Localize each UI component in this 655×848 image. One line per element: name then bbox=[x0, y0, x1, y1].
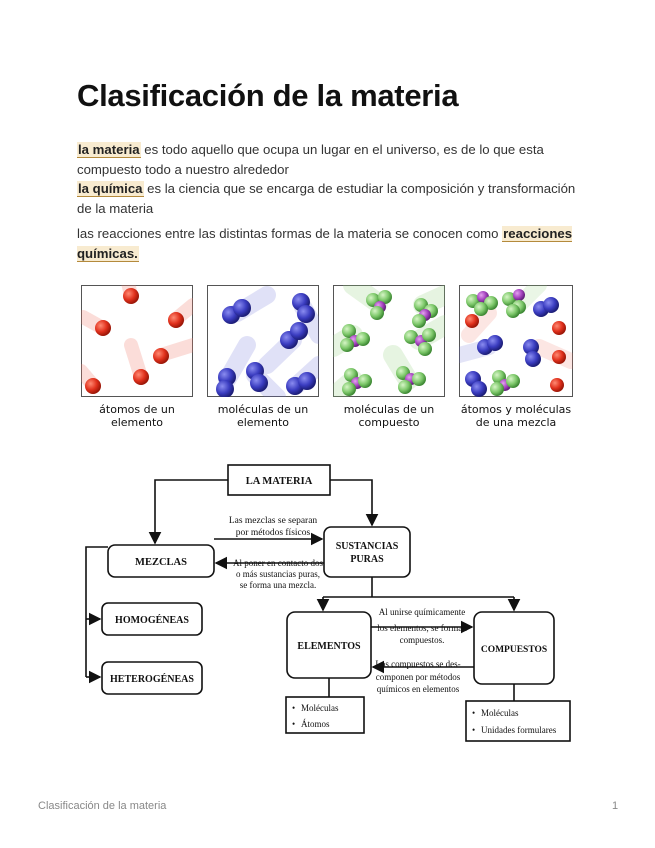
comp-list-bullet: • bbox=[472, 708, 475, 718]
page-title: Clasificación de la materia bbox=[77, 78, 459, 113]
caption-line: elemento bbox=[110, 416, 164, 429]
comp-list-item-1: Moléculas bbox=[481, 708, 519, 718]
label-mezclas: MEZCLAS bbox=[135, 557, 187, 568]
paragraph-materia: la materia es todo aquello que ocupa un … bbox=[77, 140, 577, 179]
elem-list-bullet: • bbox=[292, 719, 295, 729]
note-descomp-line3: químicos en elementos bbox=[377, 684, 460, 694]
note-union-line2: los elementos, se forman bbox=[377, 623, 467, 633]
caption-line: átomos y moléculas bbox=[460, 403, 572, 416]
paragraph-materia-text: es todo aquello que ocupa un lugar en el… bbox=[77, 142, 544, 177]
paragraph-reacciones-text: las reacciones entre las distintas forma… bbox=[77, 226, 503, 241]
panel-molecules-compound bbox=[333, 285, 445, 397]
matter-illustration: átomos de un elemento moléculas de un el… bbox=[81, 285, 577, 435]
elem-list-bullet: • bbox=[292, 703, 295, 713]
label-compuestos: COMPUESTOS bbox=[481, 645, 547, 655]
caption-line: de una mezcla bbox=[475, 416, 557, 429]
footer-document-title: Clasificación de la materia bbox=[38, 800, 167, 812]
note-descomp-line2: componen por métodos bbox=[376, 672, 461, 682]
note-union-line1: Al unirse químicamente bbox=[379, 607, 465, 617]
box-homogeneas bbox=[101, 602, 203, 636]
caption-line: moléculas de un bbox=[217, 403, 309, 416]
note-descomp-line1: Los compuestos se des- bbox=[375, 659, 460, 669]
caption-line: átomos de un bbox=[99, 403, 175, 416]
caption-line: moléculas de un bbox=[343, 403, 435, 416]
mixture-image bbox=[459, 285, 573, 397]
label-elementos: ELEMENTOS bbox=[297, 641, 361, 652]
paragraph-reacciones: las reacciones entre las distintas forma… bbox=[77, 224, 577, 263]
label-homogeneas: HOMOGÉNEAS bbox=[115, 614, 189, 626]
elem-list-item-2: Átomos bbox=[301, 719, 330, 729]
caption-mixture: átomos y moléculas de una mezcla bbox=[451, 403, 581, 429]
caption-line: compuesto bbox=[358, 416, 420, 429]
panel-molecules-element bbox=[207, 285, 319, 397]
comp-list-item-2: Unidades formulares bbox=[481, 725, 557, 735]
comp-list-bullet: • bbox=[472, 725, 475, 735]
label-sustancias-line1: SUSTANCIAS bbox=[336, 541, 399, 552]
atoms-element-image bbox=[81, 285, 193, 397]
panel-mixture bbox=[459, 285, 573, 397]
molecules-element-image bbox=[207, 285, 319, 397]
box-mezclas bbox=[107, 544, 215, 578]
note-union-line3: compuestos. bbox=[400, 635, 445, 645]
label-la-materia: LA MATERIA bbox=[246, 476, 313, 487]
caption-molecules-compound: moléculas de un compuesto bbox=[324, 403, 454, 429]
caption-line: elemento bbox=[236, 416, 290, 429]
box-sustancias-puras bbox=[323, 526, 411, 578]
footer-page-number: 1 bbox=[612, 800, 619, 812]
label-sustancias-line2: PURAS bbox=[350, 554, 384, 565]
molecules-compound-image bbox=[333, 285, 445, 397]
note-separation-line1: Las mezclas se separan bbox=[229, 516, 318, 526]
classification-concept-map: LA MATERIA MEZCLAS SUSTANCIAS PURAS HOMO… bbox=[85, 464, 571, 742]
box-elementos-list bbox=[285, 696, 365, 734]
paragraph-quimica-text: es la ciencia que se encarga de estudiar… bbox=[77, 181, 576, 216]
paragraph-quimica: la química es la ciencia que se encarga … bbox=[77, 179, 577, 218]
label-heterogeneas: HETEROGÉNEAS bbox=[110, 673, 194, 685]
box-compuestos-list bbox=[465, 700, 571, 742]
note-separation-line2: por métodos físicos bbox=[236, 527, 311, 538]
panel-atoms-element bbox=[81, 285, 193, 397]
note-contact-line1: Al poner en contacto dos bbox=[233, 558, 323, 568]
elem-list-item-1: Moléculas bbox=[301, 703, 339, 713]
caption-atoms-element: átomos de un elemento bbox=[72, 403, 202, 429]
highlight-la-quimica: la química bbox=[77, 181, 144, 197]
box-heterogeneas bbox=[101, 661, 203, 695]
highlight-la-materia: la materia bbox=[77, 142, 141, 158]
note-contact-line3: se forma una mezcla. bbox=[240, 580, 316, 590]
note-contact-line2: o más sustancias puras, bbox=[236, 569, 320, 579]
caption-molecules-element: moléculas de un elemento bbox=[198, 403, 328, 429]
